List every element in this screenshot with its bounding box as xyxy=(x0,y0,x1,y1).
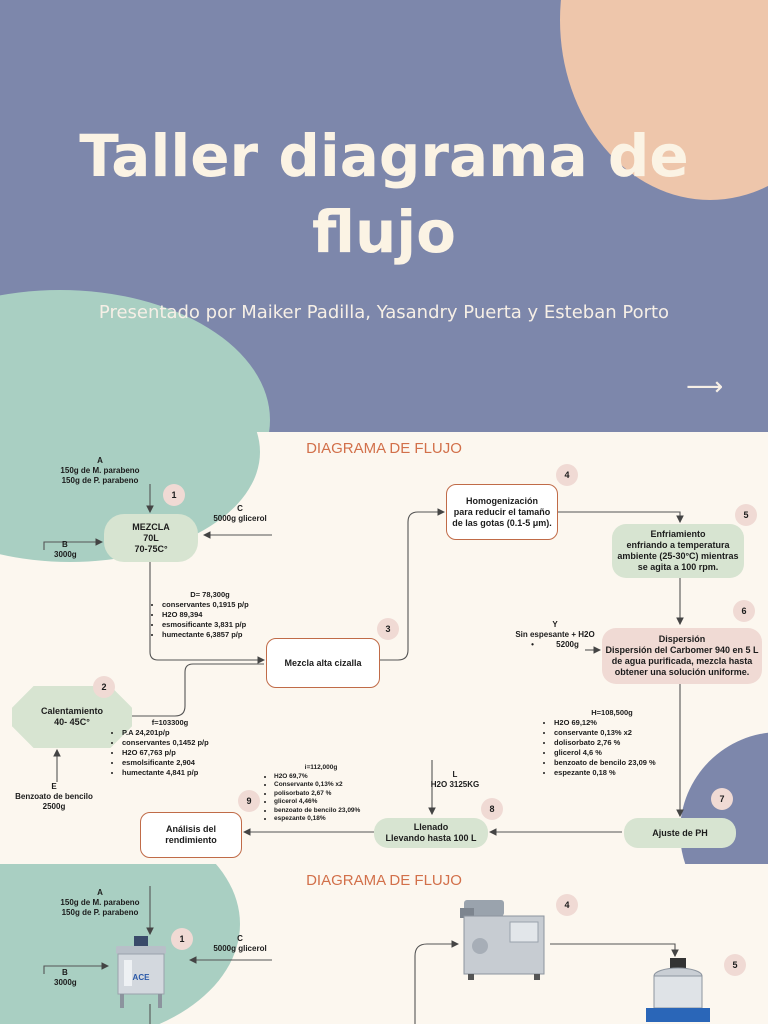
step-badge-9: 9 xyxy=(238,790,260,812)
homogenizer-icon xyxy=(460,900,545,980)
svg-text:ACE: ACE xyxy=(133,973,151,982)
slide-heading: DIAGRAMA DE FLUJO xyxy=(306,440,462,457)
input-y-label: Y Sin espesante + H2O • 5200g xyxy=(515,620,595,649)
node-mezcla-alta-cizalla[interactable]: Mezcla alta cizalla xyxy=(266,638,380,688)
flow-connectors-2 xyxy=(43,886,679,1024)
arrow-b-to-mezcla xyxy=(43,538,104,550)
page-title: Taller diagrama de flujo xyxy=(79,122,689,266)
step-badge-5: 5 xyxy=(735,504,757,526)
input-l-label: L H2O 3125KG xyxy=(430,770,480,789)
node-ajuste-ph[interactable]: Ajuste de PH xyxy=(624,818,736,848)
stream-h-composition: H=108,500g H2O 69,12% conservante 0,13% … xyxy=(542,708,682,778)
input-b-label: B 3000g xyxy=(54,968,77,987)
stream-d-composition: D= 78,300g conservantes 0,1915 p/p H2O 8… xyxy=(150,590,270,640)
presenters-subtitle: Presentado por Maiker Padilla, Yasandry … xyxy=(98,302,670,323)
flow-diagram-slide: DIAGRAMA DE FLUJO A 150g de M. parabeno … xyxy=(0,432,768,864)
input-b-label: B 3000g xyxy=(54,540,77,559)
next-arrow-icon[interactable]: ⟶ xyxy=(686,372,724,402)
step-badge-1: 1 xyxy=(163,484,185,506)
arrow-cizalla-to-homog xyxy=(380,508,446,661)
arrow-calent-to-cizalla xyxy=(132,663,264,717)
jacketed-vessel-icon xyxy=(646,958,710,1022)
input-c-label: C 5000g glicerol xyxy=(213,504,267,523)
step-badge-1: 1 xyxy=(171,928,193,950)
step-badge-4: 4 xyxy=(556,464,578,486)
step-badge-8: 8 xyxy=(481,798,503,820)
step-badge-4: 4 xyxy=(556,894,578,916)
mixing-tank-icon: ACE xyxy=(116,936,166,1008)
flow-connectors xyxy=(43,484,684,836)
input-c-label: C 5000g glicerol xyxy=(213,934,267,953)
input-e-label: E Benzoato de bencilo 2500g xyxy=(15,782,93,811)
step-badge-5: 5 xyxy=(724,954,746,976)
input-a-label: A 150g de M. parabeno 150g de P. paraben… xyxy=(60,888,140,917)
slide-heading: DIAGRAMA DE FLUJO xyxy=(306,872,462,889)
step-badge-6: 6 xyxy=(733,600,755,622)
step-badge-7: 7 xyxy=(711,788,733,810)
step-badge-2: 2 xyxy=(93,676,115,698)
equipment-diagram-slide: DIAGRAMA DE FLUJO A 150g de M. parabeno … xyxy=(0,864,768,1024)
step-badge-3: 3 xyxy=(377,618,399,640)
arrow-homog-to-enfri xyxy=(557,511,684,524)
stream-f-composition: f=103300g P.A 24,201p/p conservantes 0,1… xyxy=(110,718,230,778)
arrow-mezcla-to-cizalla xyxy=(149,562,266,664)
input-a-label: A 150g de M. parabeno 150g de P. paraben… xyxy=(60,456,140,485)
title-slide: Taller diagrama de flujo Presentado por … xyxy=(0,0,768,432)
stream-i-composition: i=112,000g H2O 69,7% Conservante 0,13% x… xyxy=(262,764,380,824)
